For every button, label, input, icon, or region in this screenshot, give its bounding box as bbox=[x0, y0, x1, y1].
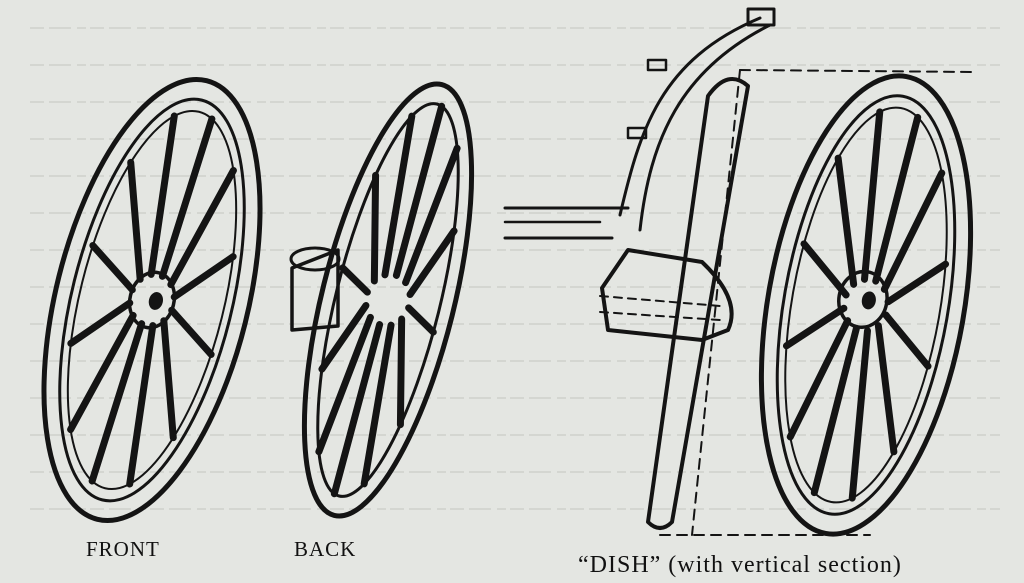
dish-wheel-illustration bbox=[758, 73, 974, 537]
spoke bbox=[341, 266, 369, 294]
spoke bbox=[372, 173, 378, 283]
bent-rod bbox=[618, 7, 776, 232]
spoke bbox=[383, 114, 414, 277]
spoke bbox=[362, 323, 393, 486]
spoke bbox=[850, 329, 870, 500]
spoke bbox=[170, 308, 213, 356]
spoke bbox=[320, 304, 368, 371]
spoke bbox=[394, 104, 444, 277]
dish-wheel-outer-rim bbox=[758, 73, 974, 537]
spoke bbox=[882, 171, 944, 291]
spoke bbox=[874, 115, 920, 283]
spoke bbox=[876, 324, 896, 454]
spoke bbox=[862, 110, 882, 281]
spoke bbox=[408, 229, 456, 296]
back-wheel-illustration bbox=[289, 81, 475, 519]
caption-front: FRONT bbox=[86, 537, 160, 561]
dish-wheel-inner-rim bbox=[775, 94, 957, 516]
spoke bbox=[398, 317, 404, 427]
dish-hub-block bbox=[600, 248, 734, 342]
dish-wheel-hub bbox=[837, 269, 889, 330]
dish-section-illustration bbox=[503, 7, 976, 537]
back-wheel-hub bbox=[289, 246, 341, 332]
spoke bbox=[784, 306, 846, 348]
rod-strap-tip bbox=[746, 7, 776, 27]
front-wheel-axle-hole bbox=[148, 292, 164, 310]
caption-dish: “DISH” (with vertical section) bbox=[578, 552, 902, 578]
spoke bbox=[169, 168, 235, 287]
spoke bbox=[407, 306, 435, 334]
dish-construction-lines bbox=[659, 69, 976, 536]
spoke bbox=[886, 262, 948, 304]
spoke bbox=[69, 313, 135, 432]
front-wheel-hub bbox=[127, 270, 177, 330]
front-wheel-outer-rim bbox=[41, 76, 263, 524]
axle-shaft-lines bbox=[503, 206, 630, 240]
hub-axis-dashed bbox=[599, 295, 721, 307]
dish-wheel-spokes bbox=[782, 108, 950, 502]
spoke bbox=[160, 117, 214, 278]
spoke bbox=[802, 242, 848, 297]
spoke bbox=[149, 114, 176, 276]
spoke bbox=[69, 301, 132, 345]
vertical-section-bar bbox=[646, 76, 750, 530]
back-wheel-outer-rim bbox=[301, 81, 475, 519]
spoke bbox=[129, 160, 142, 281]
spoke bbox=[162, 319, 175, 440]
spoke bbox=[836, 156, 856, 286]
spoke bbox=[172, 255, 235, 299]
spoke bbox=[91, 244, 134, 292]
spoke bbox=[812, 327, 858, 495]
spoke bbox=[332, 323, 382, 496]
spoke bbox=[317, 315, 372, 454]
front-wheel-illustration bbox=[41, 76, 263, 524]
spoke bbox=[884, 313, 930, 368]
back-wheel-spokes bbox=[315, 102, 461, 498]
front-wheel-spokes bbox=[67, 112, 237, 488]
spoke bbox=[788, 319, 850, 439]
spoke bbox=[128, 324, 155, 486]
front-wheel-felloe bbox=[66, 109, 238, 491]
spoke bbox=[404, 146, 459, 285]
front-wheel-inner-rim bbox=[58, 97, 246, 503]
spoke bbox=[90, 322, 144, 483]
caption-back: BACK bbox=[294, 537, 356, 561]
